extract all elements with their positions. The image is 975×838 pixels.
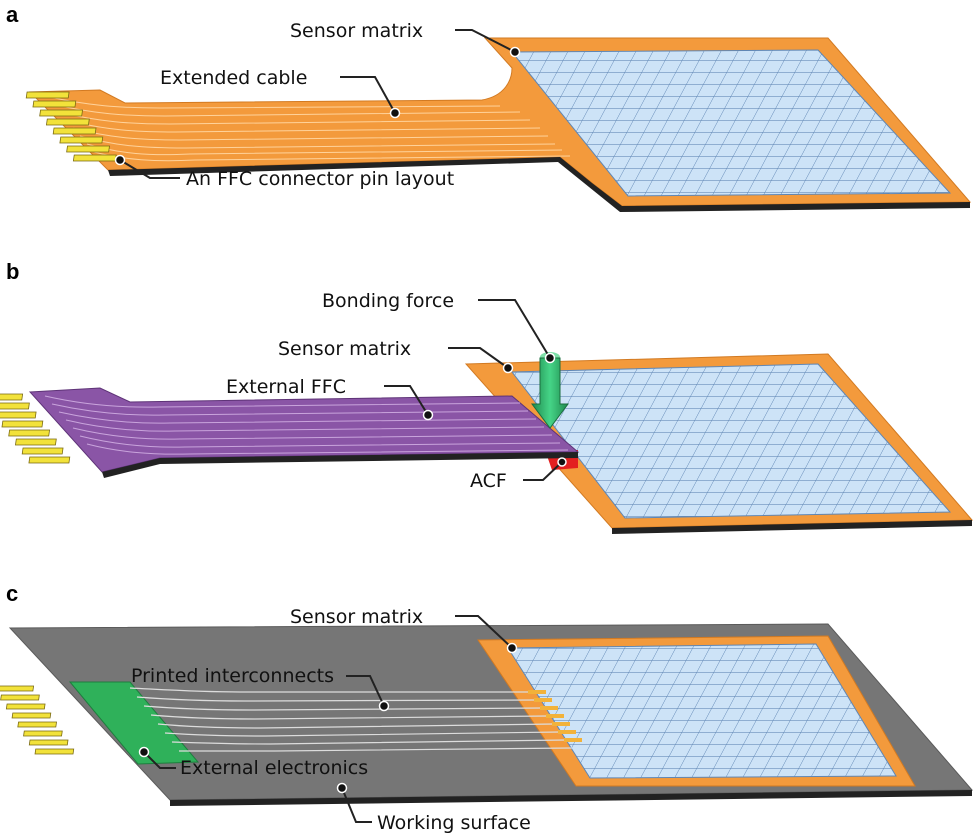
panel-b: b (0, 259, 974, 534)
leader-sensor-matrix-a (455, 29, 516, 53)
sensor-substrate-c (477, 635, 916, 787)
label-acf: ACF (470, 470, 507, 492)
leader-external-ffc (384, 385, 429, 416)
panel-letter-a: a (6, 2, 19, 27)
marker-printed-interconnects (378, 700, 390, 712)
leader-bonding-force (478, 299, 551, 359)
external-ffc (0, 387, 580, 478)
interconnect-pads (528, 690, 582, 742)
label-external-electronics: External electronics (180, 757, 368, 779)
leader-working-surface (341, 787, 372, 823)
label-external-ffc: External FFC (226, 376, 346, 398)
marker-connector-layout (114, 154, 126, 166)
panel-letter-c: c (6, 581, 18, 606)
label-connector-layout: An FFC connector pin layout (186, 168, 454, 190)
label-sensor-matrix-b: Sensor matrix (278, 338, 411, 360)
printed-interconnects-traces (129, 687, 573, 752)
label-sensor-matrix-a: Sensor matrix (290, 20, 423, 42)
sensor-substrate-b (464, 353, 974, 534)
leader-external-electronics (143, 751, 176, 769)
panel-a: a (6, 2, 972, 212)
marker-sensor-matrix-c (506, 642, 518, 654)
marker-external-ffc (422, 409, 434, 421)
sensor-matrix-grid (510, 49, 952, 197)
marker-bonding-force (544, 352, 556, 364)
label-bonding-force: Bonding force (322, 290, 454, 312)
marker-sensor-matrix-b (502, 362, 514, 374)
leader-extended-cable (340, 76, 396, 114)
panel-c: c (0, 581, 974, 834)
connector-pins (25, 91, 117, 162)
label-extended-cable: Extended cable (160, 67, 307, 89)
label-printed-interconnects: Printed interconnects (131, 665, 334, 687)
marker-acf (557, 457, 567, 467)
label-working-surface: Working surface (377, 812, 531, 834)
marker-extended-cable (389, 107, 401, 119)
label-sensor-matrix-c: Sensor matrix (290, 606, 423, 628)
leader-sensor-matrix-c (455, 615, 513, 649)
marker-external-electronics (138, 746, 150, 758)
external-electronics-board (0, 681, 200, 765)
marker-sensor-matrix-a (509, 46, 521, 58)
panel-letter-b: b (6, 259, 19, 284)
marker-working-surface (336, 782, 348, 794)
leader-acf (523, 461, 563, 481)
leader-sensor-matrix-b (448, 347, 509, 369)
leader-connector-layout (119, 159, 180, 179)
leader-printed-interconnects (346, 675, 385, 707)
